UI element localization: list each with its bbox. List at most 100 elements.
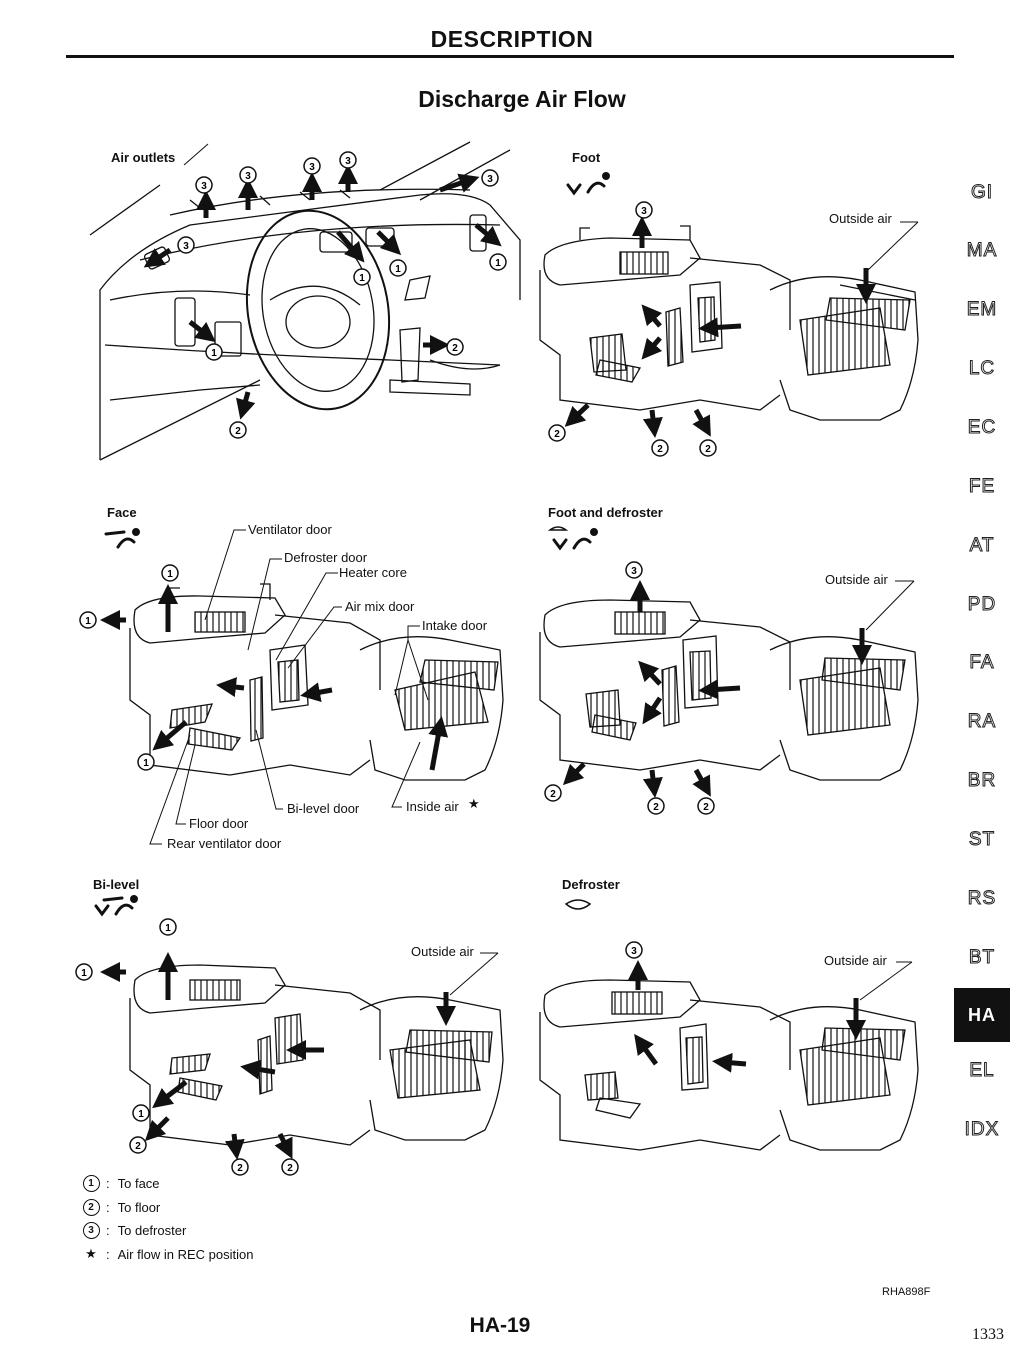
outside-air-label: Outside air — [825, 572, 889, 587]
foot-defroster-mode-icon — [547, 526, 598, 551]
tab-pd[interactable]: PD — [967, 594, 997, 616]
num-label: 1 — [211, 348, 217, 359]
tab-br[interactable]: BR — [967, 770, 997, 792]
num-label: 1 — [81, 968, 87, 979]
num-label: 1 — [167, 569, 173, 580]
defroster-door-label: Defroster door — [284, 550, 368, 565]
defroster-label: Defroster — [562, 877, 620, 892]
foot-label: Foot — [572, 150, 601, 165]
tab-el[interactable]: EL — [969, 1060, 995, 1082]
legend-marker: 3 — [82, 1222, 100, 1240]
num-label: 1 — [143, 758, 149, 769]
legend-text: To face — [117, 1176, 160, 1192]
section-title: DESCRIPTION — [430, 26, 594, 52]
num-label: 2 — [135, 1141, 141, 1152]
tab-ra[interactable]: RA — [967, 711, 997, 733]
air-outlets-label: Air outlets — [111, 150, 175, 165]
tab-lc[interactable]: LC — [968, 358, 996, 380]
tab-bt[interactable]: BT — [968, 947, 996, 969]
face-mode-icon — [104, 528, 140, 549]
num-label: 3 — [631, 946, 637, 957]
face-label: Face — [107, 505, 137, 520]
num-label: 1 — [495, 258, 501, 269]
num-label: 3 — [183, 241, 189, 252]
tab-rs[interactable]: RS — [967, 888, 997, 910]
num-label: 3 — [245, 171, 251, 182]
floor-door-label: Floor door — [189, 816, 249, 831]
num-label: 3 — [345, 156, 351, 167]
legend-marker: ★ — [85, 1246, 97, 1262]
page-title: Discharge Air Flow — [418, 86, 626, 112]
dashboard-drawing — [89, 141, 521, 461]
legend-text: To floor — [117, 1199, 161, 1215]
num-label: 1 — [85, 616, 91, 627]
num-label: 2 — [235, 426, 241, 437]
bilevel-mode-icon — [94, 895, 138, 917]
star-mark: ★ — [468, 796, 480, 811]
tab-fe[interactable]: FE — [968, 476, 996, 498]
num-label: 2 — [554, 429, 560, 440]
num-label: 3 — [641, 206, 647, 217]
legend: 1 :To face 2 :To floor 3 :To defroster ★… — [80, 1172, 253, 1266]
legend-item: 3 :To defroster — [80, 1219, 253, 1243]
tab-gi[interactable]: GI — [970, 182, 994, 204]
foot-unit — [539, 225, 919, 421]
num-label: 1 — [165, 923, 171, 934]
num-label: 3 — [631, 566, 637, 577]
tab-idx[interactable]: IDX — [964, 1119, 1000, 1141]
figure-code: RHA898F — [882, 1286, 931, 1298]
num-label: 2 — [237, 1163, 243, 1174]
tab-at[interactable]: AT — [969, 535, 995, 557]
page-number: 1333 — [972, 1326, 1004, 1343]
tab-fa[interactable]: FA — [969, 652, 995, 674]
outside-air-label: Outside air — [829, 211, 893, 226]
tab-ha[interactable]: HA — [954, 988, 1010, 1042]
foot-defroster-unit — [539, 599, 919, 781]
legend-text: To defroster — [117, 1223, 187, 1239]
intake-door-label: Intake door — [422, 618, 488, 633]
num-label: 2 — [703, 802, 709, 813]
face-unit — [129, 583, 504, 781]
legend-marker: 1 — [82, 1175, 100, 1193]
num-label: 2 — [287, 1163, 293, 1174]
tab-st[interactable]: ST — [968, 829, 996, 851]
legend-marker: 2 — [82, 1198, 100, 1216]
rear-ventilator-door-label: Rear ventilator door — [167, 836, 282, 851]
legend-item: 1 :To face — [80, 1172, 253, 1196]
num-label: 1 — [395, 264, 401, 275]
bilevel-unit — [129, 964, 504, 1146]
page-id: HA-19 — [469, 1314, 531, 1337]
defroster-mode-icon — [564, 899, 592, 910]
header-rule — [66, 55, 954, 58]
num-label: 2 — [452, 343, 458, 354]
ventilator-door-label: Ventilator door — [248, 522, 333, 537]
legend-text: Air flow in REC position — [117, 1246, 254, 1262]
tab-ma[interactable]: MA — [966, 240, 998, 262]
num-label: 2 — [653, 802, 659, 813]
inside-air-label: Inside air — [406, 799, 459, 814]
num-label: 2 — [550, 789, 556, 800]
leader-lines — [149, 143, 919, 1001]
num-label: 3 — [309, 162, 315, 173]
legend-item: ★ :Air flow in REC position — [85, 1246, 254, 1262]
num-label: 2 — [705, 444, 711, 455]
outside-air-label: Outside air — [824, 953, 888, 968]
num-label: 3 — [487, 174, 493, 185]
foot-mode-icon — [566, 172, 610, 196]
legend-item: 2 :To floor — [80, 1196, 253, 1220]
num-label: 1 — [359, 273, 365, 284]
outside-air-label: Outside air — [411, 944, 475, 959]
mode-icons — [94, 172, 610, 917]
heater-core-label: Heater core — [339, 565, 407, 580]
tab-ec[interactable]: EC — [967, 417, 997, 439]
bilevel-label: Bi-level — [93, 877, 139, 892]
num-label: 3 — [201, 181, 207, 192]
num-label: 2 — [657, 444, 663, 455]
tab-em[interactable]: EM — [966, 299, 998, 321]
num-label: 1 — [138, 1109, 144, 1120]
foot-defroster-label: Foot and defroster — [548, 505, 663, 520]
airflow-arrows — [100, 164, 876, 1160]
air-mix-door-label: Air mix door — [345, 599, 415, 614]
defroster-unit — [539, 979, 919, 1151]
